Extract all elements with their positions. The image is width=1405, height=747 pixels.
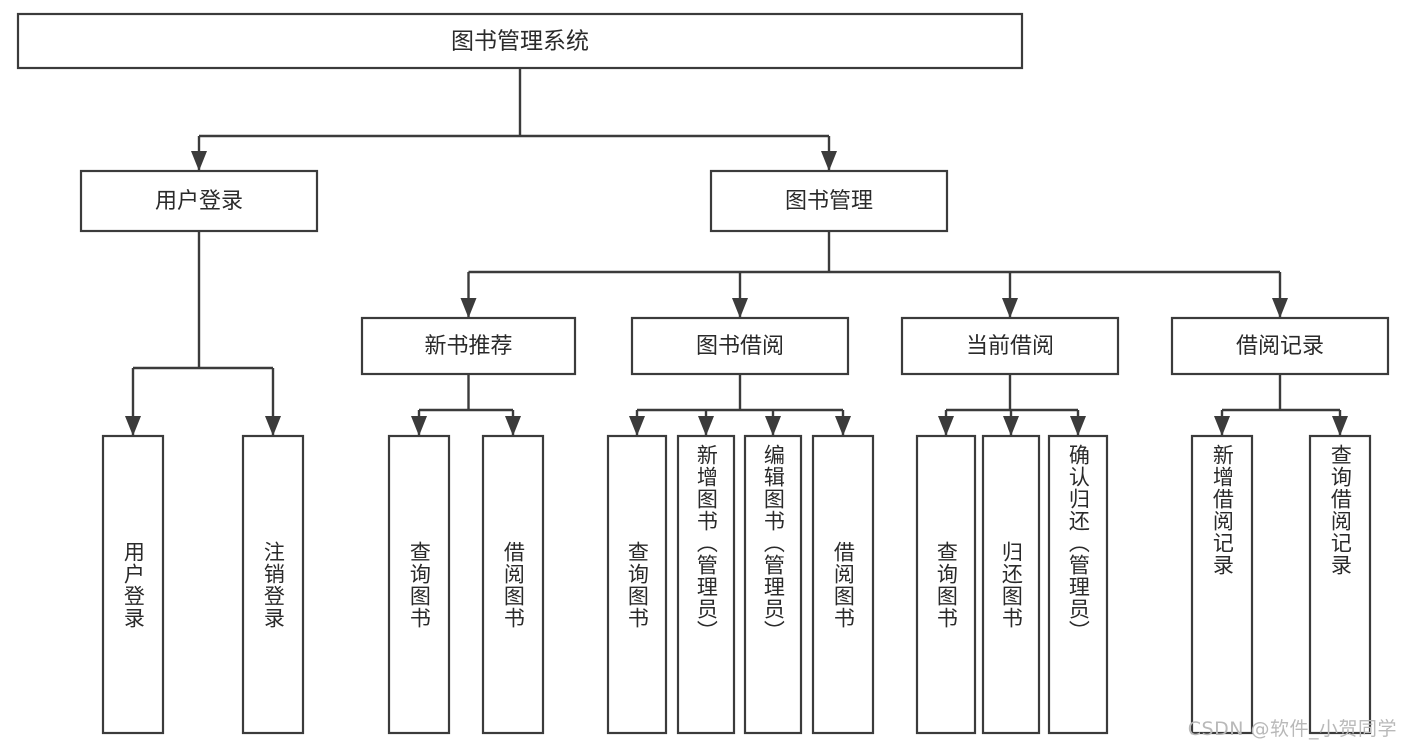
leaf-node-box-0 bbox=[101, 434, 165, 735]
watermark-text: CSDN @软件_小贺同学 bbox=[1187, 718, 1397, 740]
arrow-head-icon bbox=[265, 416, 281, 436]
leaf-node-box-11 bbox=[1190, 434, 1254, 735]
arrow-head-icon bbox=[1003, 416, 1019, 436]
arrow-head-icon bbox=[505, 416, 521, 436]
level2-node-label-1: 图书管理 bbox=[785, 189, 873, 214]
arrow-head-icon bbox=[1214, 416, 1230, 436]
leaf-node-box-1 bbox=[241, 434, 305, 735]
leaf-node-box-8 bbox=[915, 434, 977, 735]
arrow-head-icon bbox=[1070, 416, 1086, 436]
level3-node-box-2 bbox=[900, 316, 1120, 376]
arrow-head-icon bbox=[765, 416, 781, 436]
arrow-head-icon bbox=[125, 416, 141, 436]
level3-node-label-0: 新书推荐 bbox=[424, 334, 512, 359]
root-node-box bbox=[16, 12, 1024, 70]
leaf-node-box-12 bbox=[1308, 434, 1372, 735]
leaf-node-box-6 bbox=[743, 434, 803, 735]
arrow-head-icon bbox=[1272, 298, 1288, 318]
arrow-head-icon bbox=[629, 416, 645, 436]
node-boxes bbox=[16, 12, 1390, 735]
arrow-head-icon bbox=[821, 151, 837, 171]
arrow-head-icon bbox=[698, 416, 714, 436]
level2-node-box-0 bbox=[79, 169, 319, 233]
arrow-head-icon bbox=[411, 416, 427, 436]
leaf-node-box-5 bbox=[676, 434, 736, 735]
level2-node-label-0: 用户登录 bbox=[155, 189, 243, 214]
level3-node-box-1 bbox=[630, 316, 850, 376]
leaf-node-box-9 bbox=[981, 434, 1041, 735]
level2-node-box-1 bbox=[709, 169, 949, 233]
arrow-head-icon bbox=[1332, 416, 1348, 436]
leaf-node-box-2 bbox=[387, 434, 451, 735]
arrow-head-icon bbox=[191, 151, 207, 171]
level3-node-label-2: 当前借阅 bbox=[966, 334, 1054, 359]
arrow-head-icon bbox=[732, 298, 748, 318]
root-node-label: 图书管理系统 bbox=[451, 29, 589, 55]
leaf-node-box-7 bbox=[811, 434, 875, 735]
level3-node-box-0 bbox=[360, 316, 577, 376]
level3-node-label-3: 借阅记录 bbox=[1236, 334, 1324, 359]
level3-node-label-1: 图书借阅 bbox=[696, 334, 784, 359]
arrow-head-icon bbox=[460, 298, 477, 318]
leaf-node-box-4 bbox=[606, 434, 668, 735]
leaf-node-box-10 bbox=[1047, 434, 1109, 735]
arrow-head-icon bbox=[835, 416, 851, 436]
level3-node-box-3 bbox=[1170, 316, 1390, 376]
arrow-head-icon bbox=[1002, 298, 1018, 318]
leaf-node-box-3 bbox=[481, 434, 545, 735]
connector-lines bbox=[125, 68, 1348, 436]
arrow-head-icon bbox=[938, 416, 954, 436]
